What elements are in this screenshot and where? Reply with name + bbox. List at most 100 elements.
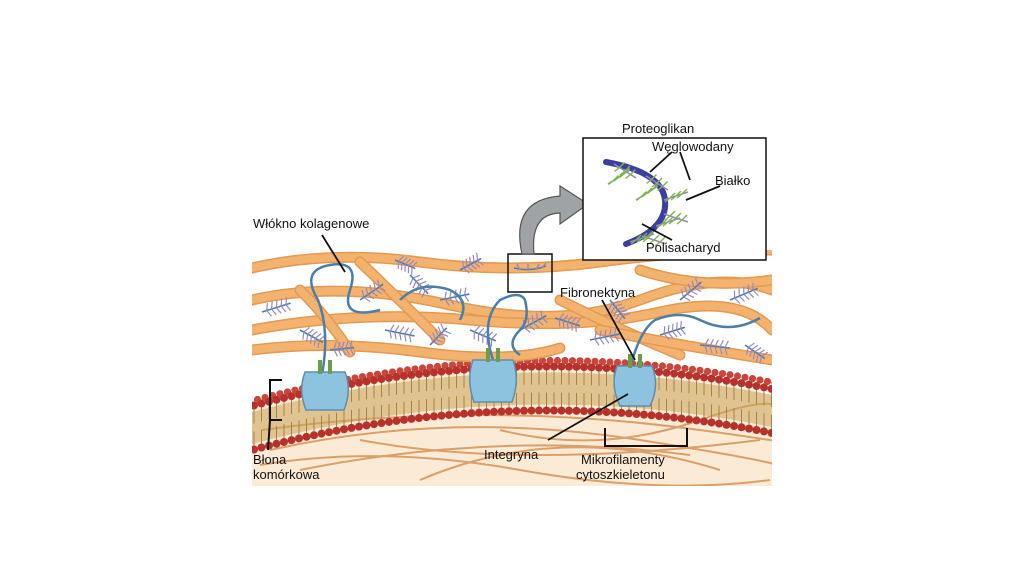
lipid-head — [438, 412, 446, 420]
lipid-head — [685, 415, 693, 423]
proteoglycan-branch — [390, 331, 391, 338]
lipid-head — [303, 433, 311, 441]
proteoglycan-branch — [410, 278, 413, 285]
lipid-head — [663, 413, 671, 421]
proteoglycan-branch — [474, 326, 479, 331]
lipid-head — [768, 385, 776, 393]
proteoglycan-branch — [567, 322, 568, 330]
lipid-head — [505, 407, 513, 415]
label-microfilaments-line1: Mikrofilamenty — [581, 452, 665, 467]
proteoglycan-branch — [281, 306, 286, 312]
proteoglycan-branch — [460, 289, 461, 296]
proteoglycan-branch — [405, 328, 409, 334]
proteoglycan-branch — [572, 323, 573, 331]
lipid-head — [734, 372, 741, 379]
lipid-head — [723, 421, 731, 429]
label-carbohydrates: Węglowodany — [652, 139, 734, 154]
lipid-head — [715, 420, 723, 428]
proteoglycan-branch — [413, 281, 416, 288]
lipid-head — [719, 370, 726, 377]
label-protein: Białko — [715, 173, 750, 188]
lipid-head — [610, 408, 618, 416]
proteoglycan-branch — [755, 348, 761, 352]
label-microfilaments-line2: cytoszkieletonu — [576, 467, 665, 482]
proteoglycan-branch — [410, 335, 411, 342]
lipid-head — [666, 363, 673, 370]
proteoglycan-branch — [444, 331, 451, 334]
lipid-head — [591, 358, 598, 365]
lipid-head — [430, 412, 438, 420]
proteoglycan-branch — [395, 332, 396, 339]
proteoglycan-branch — [473, 255, 474, 262]
lipid-head — [655, 412, 663, 420]
label-membrane-line2: komórkowa — [253, 467, 320, 482]
proteoglycan — [385, 325, 414, 343]
proteoglycan-branch — [267, 311, 272, 317]
proteoglycan-branch — [681, 321, 682, 329]
lipid-head — [490, 408, 498, 416]
lipid-head — [696, 367, 703, 374]
lipid-head — [745, 425, 753, 433]
proteoglycan-branch — [479, 328, 484, 333]
proteoglycan-branch — [687, 294, 694, 298]
lipid-head — [385, 418, 393, 426]
proteoglycan-branch — [559, 319, 560, 327]
proteoglycan-branch — [491, 334, 496, 339]
label-membrane-line1: Błona — [253, 452, 287, 467]
lipid-head — [614, 359, 621, 366]
proteoglycan-branch — [752, 345, 758, 349]
proteoglycan-branch — [684, 297, 691, 301]
lipid-head — [708, 418, 716, 426]
proteoglycan-branch — [672, 331, 677, 337]
proteoglycan-branch — [576, 324, 577, 332]
lipid-head — [771, 379, 778, 386]
lipid-head — [764, 378, 771, 385]
lipid-head — [528, 407, 536, 415]
lipid-head — [674, 364, 681, 371]
lipid-head — [633, 410, 641, 418]
lipid-head — [370, 420, 378, 428]
lipid-head — [468, 409, 476, 417]
lipid-head — [618, 409, 626, 417]
lipid-head — [753, 426, 761, 434]
proteoglycan-branch — [400, 327, 404, 333]
label-proteoglycan: Proteoglikan — [622, 121, 694, 136]
lipid-head — [325, 428, 333, 436]
lipid-head — [584, 357, 591, 364]
lipid-head — [535, 407, 543, 415]
proteoglycan-branch — [725, 341, 728, 348]
proteoglycan-branch — [286, 297, 287, 305]
proteoglycan-branch — [748, 292, 753, 297]
lipid-head — [711, 369, 718, 376]
proteoglycan-branch — [595, 332, 596, 339]
proteoglycan-branch — [413, 275, 420, 278]
proteoglycan-branch — [395, 326, 399, 332]
lipid-head — [333, 427, 341, 435]
proteoglycan-branch — [677, 330, 682, 336]
lipid-head — [453, 410, 461, 418]
lipid-head — [393, 417, 401, 425]
proteoglycan-branch — [600, 338, 604, 344]
proteoglycan-branch — [276, 300, 277, 308]
proteoglycan-branch — [272, 302, 273, 310]
proteoglycan-branch — [595, 339, 599, 345]
lipid-head — [678, 414, 686, 422]
lipid-head — [726, 371, 733, 378]
lipid-head — [408, 415, 416, 423]
lipid-head — [659, 362, 666, 369]
proteoglycan-branch — [563, 321, 564, 329]
lipid-head — [704, 368, 711, 375]
proteoglycan-branch — [419, 281, 426, 284]
lipid-head — [693, 416, 701, 424]
proteoglycan-branch — [735, 298, 740, 303]
lipid-head — [348, 424, 356, 432]
lipid-head — [573, 407, 581, 415]
proteoglycan-branch — [303, 332, 304, 339]
proteoglycan-branch — [668, 325, 669, 333]
proteoglycan-branch — [672, 324, 673, 332]
lipid-head — [273, 440, 281, 448]
proteoglycan-branch — [445, 292, 446, 299]
lipid-head — [606, 358, 613, 365]
